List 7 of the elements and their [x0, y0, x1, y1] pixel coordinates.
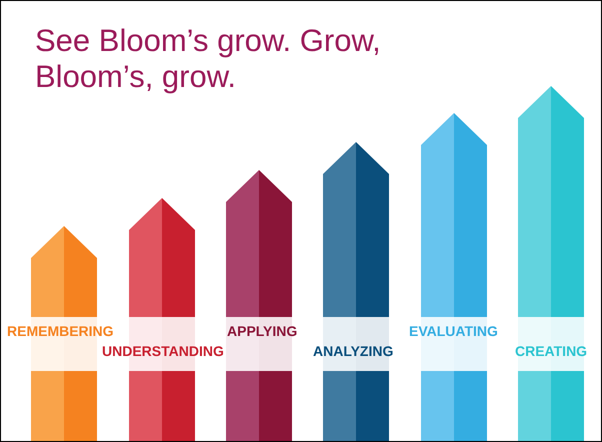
- level-label: REMEMBERING: [7, 323, 114, 339]
- level-label: ANALYZING: [313, 343, 394, 359]
- level-label: CREATING: [515, 343, 588, 359]
- level-label: EVALUATING: [409, 323, 498, 339]
- level-label: UNDERSTANDING: [102, 343, 224, 359]
- title: See Bloom’s grow. Grow, Bloom’s, grow.: [35, 23, 382, 95]
- level-label: APPLYING: [227, 323, 298, 339]
